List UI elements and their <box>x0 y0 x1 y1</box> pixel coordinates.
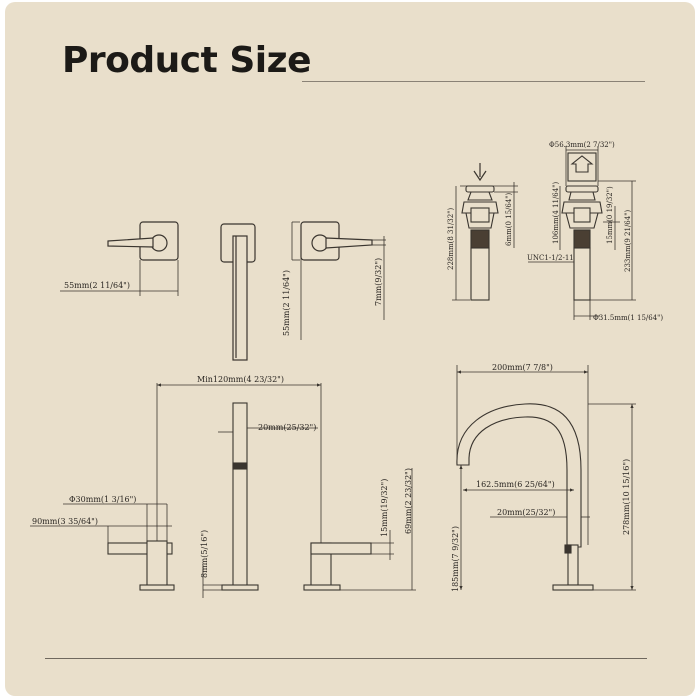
spout-front <box>220 223 256 361</box>
spout-total-height-label: 278mm(10 15/16") <box>622 459 631 535</box>
title-divider <box>302 81 645 82</box>
drain-right <box>561 152 603 301</box>
drain-total-right-label: 233mm(9 21/64") <box>624 210 632 272</box>
drain-right-dims <box>528 146 636 320</box>
faucet-set-dims <box>30 383 416 598</box>
drain-thread-label: UNC1-1/2-11 <box>527 254 574 262</box>
left-handle-front <box>107 221 179 261</box>
spout-side-dims <box>456 365 636 591</box>
drain-total-left-label: 228mm(8 31/32") <box>447 208 455 270</box>
spout-side <box>456 403 594 591</box>
drain-cap-label: 6mm(0 15/64") <box>505 192 513 246</box>
drain-body-label: 106mm(4 11/64") <box>552 182 560 244</box>
min-spread-label: Min120mm(4 23/32") <box>197 375 284 384</box>
right-handle-front <box>300 221 373 261</box>
drain-thread-len-label: 15mm(0 19/32") <box>606 186 614 244</box>
spout-clearance-label: 185mm(7 9/32") <box>451 526 460 592</box>
lever-thickness-label: 15mm(19/32") <box>380 479 389 537</box>
handle-base-dia-label: Φ30mm(1 3/16") <box>69 495 136 504</box>
spout-thickness-label: 20mm(25/32") <box>258 423 316 432</box>
drain-left <box>461 163 499 301</box>
handle-length-label: 90mm(3 35/64") <box>32 517 98 526</box>
spout-inner-reach-label: 162.5mm(6 25/64") <box>476 480 555 489</box>
drain-bottom-dia-label: Φ31.5mm(1 15/64") <box>593 314 663 322</box>
plate-thickness-label: 7mm(9/32") <box>374 258 383 306</box>
faucet-set-front <box>107 402 372 591</box>
background-panel <box>5 2 695 696</box>
handle-height-label: 55mm(2 11/64") <box>282 270 291 336</box>
spout-neck-label: 20mm(25/32") <box>497 508 555 517</box>
handle-width-label: 55mm(2 11/64") <box>64 281 130 290</box>
drain-top-dia-label: Φ56.3mm(2 7/32") <box>549 141 615 149</box>
base-thickness-label: 8mm(5/16") <box>200 530 209 578</box>
drain-left-dims <box>452 182 518 301</box>
spout-reach-label: 200mm(7 7/8") <box>492 363 553 372</box>
top-handles-view <box>107 221 373 361</box>
page-title: Product Size <box>62 40 312 81</box>
top-dimensions <box>60 221 386 340</box>
handle-total-height-label: 69mm(2 23/32") <box>404 468 413 534</box>
bottom-divider <box>45 658 647 659</box>
